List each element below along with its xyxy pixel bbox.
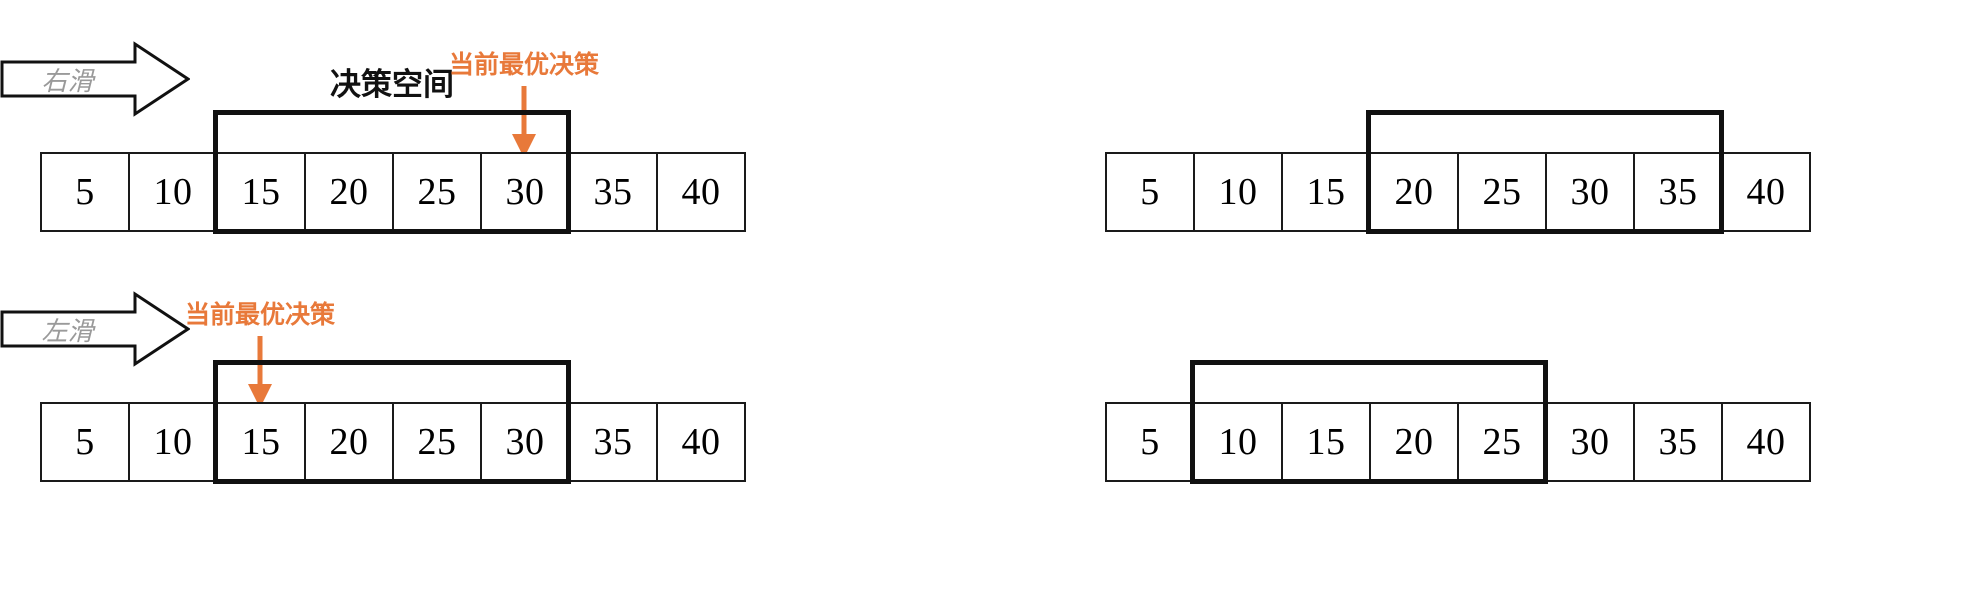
array-after-cell: 25	[1459, 154, 1547, 230]
array-after-cell: 40	[1723, 404, 1811, 480]
array-before-cell: 25	[394, 404, 482, 480]
array-before-cell: 10	[130, 154, 218, 230]
array-before-cell: 15	[218, 404, 306, 480]
array-before-cell: 10	[130, 404, 218, 480]
array-before-cell: 20	[306, 154, 394, 230]
array-before-cell: 30	[482, 154, 570, 230]
array-before-cell: 40	[658, 154, 746, 230]
array-after-cell: 30	[1547, 154, 1635, 230]
array-after-cell: 35	[1635, 154, 1723, 230]
decision-space-title: 决策空间	[330, 67, 454, 103]
array-after-cell: 10	[1195, 404, 1283, 480]
array-after-cell: 35	[1635, 404, 1723, 480]
array-before-cell: 30	[482, 404, 570, 480]
array-after-cell: 15	[1283, 404, 1371, 480]
array-before-cell: 20	[306, 404, 394, 480]
best-decision-label-2: 当前最优决策	[184, 300, 336, 329]
array-after-cell: 20	[1371, 154, 1459, 230]
transition-arrow-2: 左滑	[0, 290, 190, 368]
array-before-cell: 35	[570, 154, 658, 230]
transition-arrow: 右滑	[0, 40, 190, 118]
array-before-cell: 35	[570, 404, 658, 480]
transition-arrow-label-2: 左滑	[41, 316, 94, 347]
array-after-cell: 20	[1371, 404, 1459, 480]
best-decision-label: 当前最优决策	[448, 50, 600, 79]
array-before-cell: 40	[658, 404, 746, 480]
array-after-cell: 10	[1195, 154, 1283, 230]
array-after-cell: 5	[1107, 154, 1195, 230]
array-after-cell: 15	[1283, 154, 1371, 230]
array-after-cell: 25	[1459, 404, 1547, 480]
array-before-cell: 5	[42, 404, 130, 480]
array-before-cell: 25	[394, 154, 482, 230]
array-after-cell: 5	[1107, 404, 1195, 480]
transition-arrow-label: 右滑	[41, 66, 94, 97]
array-after-cell: 40	[1723, 154, 1811, 230]
array-before-cell: 15	[218, 154, 306, 230]
array-before-cell: 5	[42, 154, 130, 230]
array-after-cell: 30	[1547, 404, 1635, 480]
